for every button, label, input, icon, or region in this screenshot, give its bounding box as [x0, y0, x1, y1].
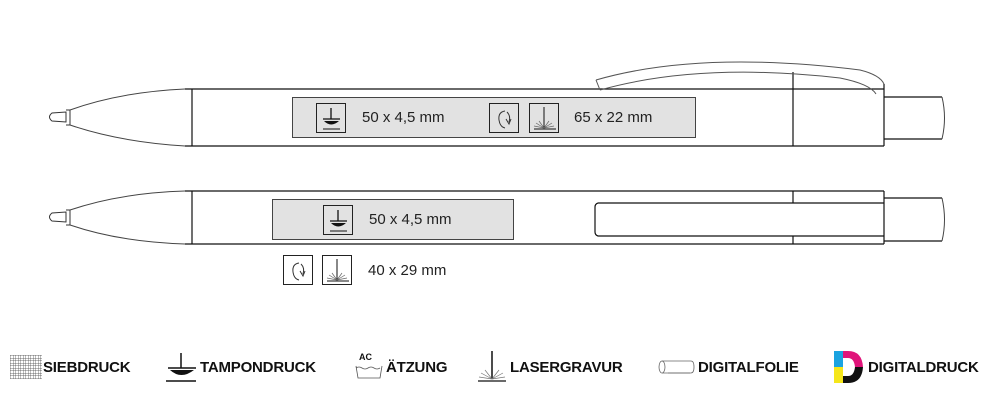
- siebdruck-icon: [8, 353, 42, 381]
- lasergravur-icon: [529, 103, 559, 133]
- legend-item-digitalfolie: DIGITALFOLIE: [658, 352, 799, 382]
- aetzung-icon: AC: [354, 352, 386, 382]
- lasergravur-icon: [478, 351, 508, 383]
- legend-label: LASERGRAVUR: [510, 358, 623, 376]
- legend-item-siebdruck: SIEBDRUCK: [8, 352, 131, 382]
- rotate-rundum-icon: [283, 255, 313, 285]
- print-size-lasergravur: 40 x 29 mm: [368, 262, 447, 279]
- pen-drawing-side: 50 x 4,5 mm 40 x 29 mm: [0, 180, 1000, 290]
- legend-label: TAMPONDRUCK: [200, 358, 316, 376]
- tampondruck-icon: [316, 103, 346, 133]
- tampondruck-icon: [166, 352, 200, 382]
- lasergravur-icon: [322, 255, 352, 285]
- legend-label: DIGITALFOLIE: [698, 358, 799, 376]
- pen-outline-top: [49, 61, 945, 147]
- print-area-top: 50 x 4,5 mm 65 x 22 mm: [292, 97, 696, 138]
- print-size-tampondruck: 50 x 4,5 mm: [369, 211, 452, 228]
- digitaldruck-icon: [834, 349, 866, 385]
- print-size-lasergravur: 65 x 22 mm: [574, 109, 653, 126]
- legend-item-tampondruck: TAMPONDRUCK: [166, 352, 316, 382]
- legend-item-digitaldruck: DIGITALDRUCK: [834, 349, 979, 385]
- pen-outline-side: [49, 190, 945, 245]
- print-area-side: 50 x 4,5 mm: [272, 199, 514, 240]
- legend-label: DIGITALDRUCK: [868, 358, 979, 376]
- legend-label: ÄTZUNG: [386, 358, 448, 376]
- pen-drawing-top: 50 x 4,5 mm 65 x 22 mm: [0, 0, 1000, 180]
- legend-item-aetzung: AC ÄTZUNG: [354, 352, 447, 382]
- print-size-tampondruck: 50 x 4,5 mm: [362, 109, 445, 126]
- rotate-rundum-icon: [489, 103, 519, 133]
- tampondruck-icon: [323, 205, 353, 235]
- digitalfolie-icon: [658, 357, 696, 377]
- legend-label: SIEBDRUCK: [43, 358, 131, 376]
- legend-item-lasergravur: LASERGRAVUR: [478, 351, 623, 383]
